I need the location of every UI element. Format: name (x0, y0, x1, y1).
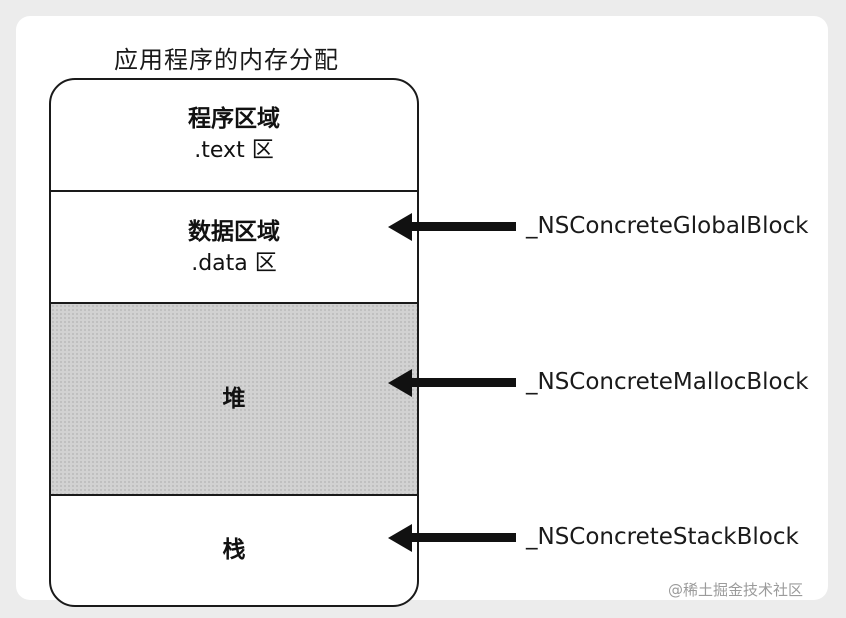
segment-data-name: 数据区域 (188, 219, 280, 245)
arrow-global-shaft (406, 222, 516, 231)
arrow-malloc (388, 368, 516, 398)
segment-data: 数据区域 .data 区 (51, 190, 417, 304)
segment-text-sub: .text 区 (194, 138, 274, 163)
arrow-stack (388, 523, 516, 553)
segment-stack: 栈 (51, 494, 417, 605)
label-malloc-block: _NSConcreteMallocBlock (526, 369, 809, 395)
diagram-title: 应用程序的内存分配 (114, 46, 339, 74)
memory-layout: 程序区域 .text 区 数据区域 .data 区 堆 栈 (49, 78, 419, 607)
watermark: @稀土掘金技术社区 (668, 581, 804, 599)
label-global-block: _NSConcreteGlobalBlock (526, 213, 809, 239)
segment-text-name: 程序区域 (188, 106, 280, 132)
diagram-card: 应用程序的内存分配 程序区域 .text 区 数据区域 .data 区 堆 栈 … (16, 16, 828, 607)
arrow-stack-shaft (406, 533, 516, 542)
segment-heap: 堆 (51, 302, 417, 496)
segment-heap-name: 堆 (222, 386, 246, 412)
segment-data-sub: .data 区 (191, 251, 277, 276)
arrow-malloc-shaft (406, 378, 516, 387)
segment-stack-name: 栈 (222, 536, 246, 563)
label-stack-block: _NSConcreteStackBlock (526, 524, 799, 550)
arrow-global (388, 212, 516, 242)
segment-text: 程序区域 .text 区 (51, 80, 417, 190)
